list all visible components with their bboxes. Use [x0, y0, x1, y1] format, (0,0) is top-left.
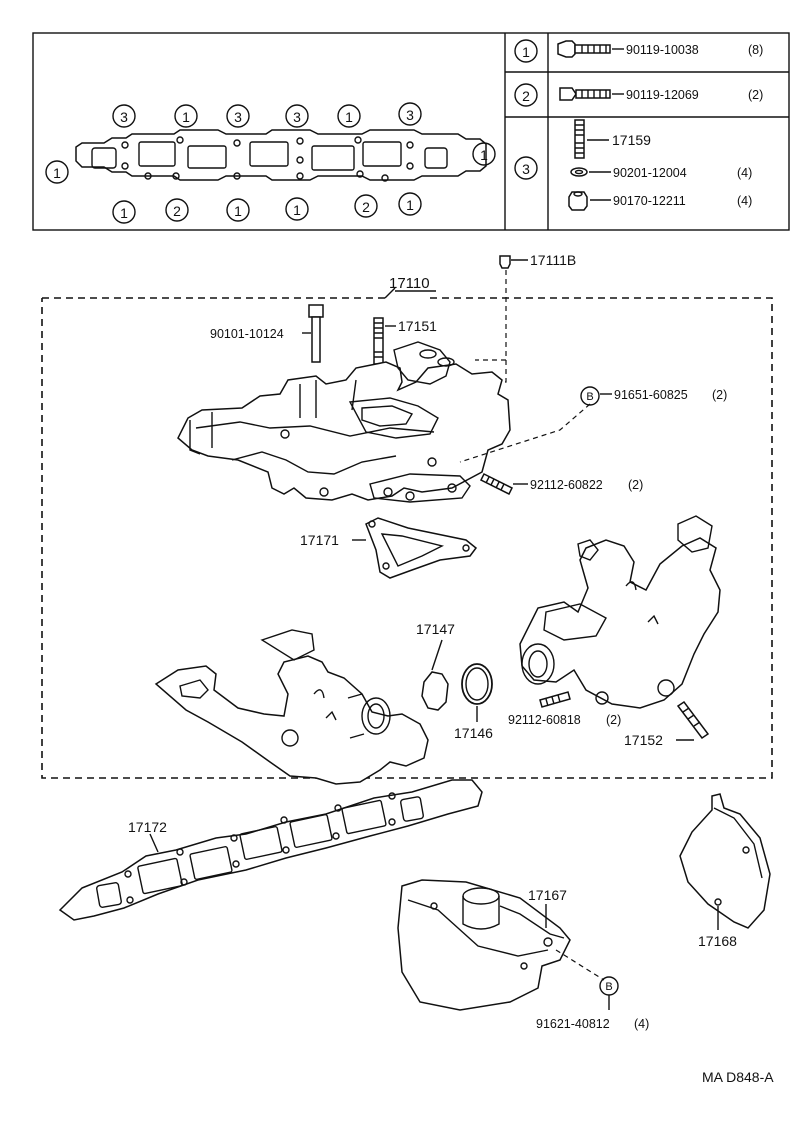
- legend-part-17159: 17159: [612, 132, 651, 148]
- diagram-code: MA D848-A: [702, 1069, 774, 1085]
- label-91621-40812: 91621-40812: [536, 1017, 610, 1031]
- label-92112-60822: 92112-60822: [530, 478, 603, 492]
- svg-text:2: 2: [173, 203, 181, 219]
- label-91651-60825: 91651-60825: [614, 388, 688, 402]
- stud-92112b-icon: [539, 691, 571, 708]
- heat-insulator-17168-icon: [679, 793, 771, 929]
- stud-17151-icon: [373, 317, 384, 365]
- heat-insulator-17167-icon: [397, 879, 571, 1011]
- svg-text:2: 2: [362, 199, 370, 215]
- ring-17146-icon: [461, 663, 493, 705]
- stud-92112-icon: [479, 472, 514, 496]
- nut-icon: [568, 191, 588, 211]
- label-17110: 17110: [389, 275, 430, 292]
- legend-marker-3: 3: [514, 156, 538, 180]
- gasket-bolt-layout-icon: [75, 129, 487, 182]
- legend-part-90119-10038: 90119-10038: [626, 43, 699, 57]
- long-bolt-icon: [308, 304, 324, 363]
- svg-text:B: B: [586, 391, 593, 403]
- legend-part-90170-12211: 90170-12211: [613, 194, 686, 208]
- label-qty: (2): [606, 713, 621, 727]
- legend-part-90201-12004: 90201-12004: [613, 166, 687, 180]
- gasket-marker-side: 1 1: [45, 142, 496, 184]
- label-17151: 17151: [398, 318, 437, 334]
- label-17147: 17147: [416, 621, 455, 637]
- marker-b-icon: B: [599, 976, 619, 996]
- legend-marker-2: 2: [514, 83, 538, 107]
- svg-text:2: 2: [522, 88, 530, 104]
- stud-17152-icon: [676, 700, 710, 740]
- svg-text:1: 1: [406, 197, 414, 213]
- label-17171: 17171: [300, 532, 339, 548]
- svg-text:1: 1: [480, 147, 488, 163]
- hex-bolt-icon: [559, 87, 611, 101]
- label-17167: 17167: [528, 887, 567, 903]
- gasket-marker-bottom: 1 2 1 1 2 1: [112, 192, 422, 224]
- washer-icon: [570, 167, 588, 177]
- assembly-boundary: [41, 297, 773, 779]
- svg-text:1: 1: [182, 109, 190, 125]
- svg-text:3: 3: [120, 109, 128, 125]
- svg-text:3: 3: [406, 107, 414, 123]
- flange-bolt-icon: [557, 40, 611, 58]
- gasket-marker-top: 3 1 3 3 1 3: [112, 102, 422, 128]
- svg-text:1: 1: [120, 205, 128, 221]
- legend-qty: (4): [737, 194, 752, 208]
- label-90101-10124: 90101-10124: [210, 327, 284, 341]
- legend-qty: (2): [748, 88, 763, 102]
- legend-marker-1: 1: [514, 39, 538, 63]
- label-qty: (4): [634, 1017, 649, 1031]
- legend-box: [32, 32, 790, 231]
- label-17152: 17152: [624, 732, 663, 748]
- svg-text:1: 1: [522, 44, 530, 60]
- exhaust-manifold-left-icon: [154, 629, 429, 785]
- svg-text:1: 1: [293, 202, 301, 218]
- svg-text:B: B: [605, 981, 612, 993]
- svg-text:1: 1: [345, 109, 353, 125]
- svg-text:3: 3: [522, 161, 530, 177]
- label-17168: 17168: [698, 933, 737, 949]
- label-17146: 17146: [454, 725, 493, 741]
- label-qty: (2): [712, 388, 727, 402]
- legend-qty: (8): [748, 43, 763, 57]
- legend-part-90119-12069: 90119-12069: [626, 88, 699, 102]
- plug-icon: [499, 255, 511, 269]
- svg-text:1: 1: [53, 165, 61, 181]
- exhaust-manifold-right-icon: [519, 515, 721, 709]
- svg-text:3: 3: [234, 109, 242, 125]
- label-17172: 17172: [128, 819, 167, 835]
- gasket-17171-icon: [365, 517, 478, 579]
- intake-manifold-icon: [177, 341, 511, 503]
- stud-icon: [574, 119, 585, 159]
- gasket-17172-icon: [58, 779, 483, 921]
- svg-text:1: 1: [234, 203, 242, 219]
- label-92112-60818: 92112-60818: [508, 713, 581, 727]
- label-17111B: 17111B: [530, 252, 576, 268]
- svg-text:3: 3: [293, 109, 301, 125]
- marker-b-icon: B: [580, 386, 600, 406]
- legend-qty: (4): [737, 166, 752, 180]
- label-qty: (2): [628, 478, 643, 492]
- gasket-17147-icon: [421, 671, 449, 711]
